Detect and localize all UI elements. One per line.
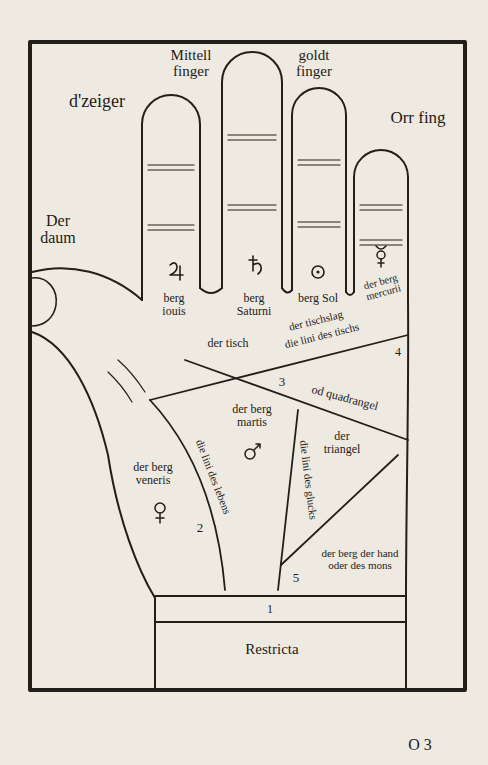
finger-name: goldt finger: [288, 48, 340, 80]
fate-line: [278, 410, 298, 590]
venus-symbol: [155, 503, 165, 523]
finger-gap: [346, 292, 354, 295]
moon-symbol: [381, 487, 389, 503]
line-label: die lini des glucks: [297, 440, 318, 521]
wrist-label: Restricta: [245, 642, 298, 658]
callout-number: 2: [197, 521, 204, 535]
saturn-symbol: [249, 256, 261, 274]
mount-label: der berg martis: [223, 403, 281, 428]
mars-symbol: [245, 444, 260, 459]
finger-name: Mittell finger: [162, 48, 220, 80]
line-label: die lini des lebens: [193, 438, 232, 516]
middle-finger: [222, 52, 282, 288]
finger-name: Der daum: [36, 213, 80, 247]
mount-label: der berg der hand oder des mons: [321, 548, 399, 571]
finger-crease: [298, 160, 340, 227]
finger-name: d'zeiger: [69, 92, 125, 111]
thumb-crease: [108, 360, 145, 402]
thumb-outline: [32, 268, 142, 300]
palm-outline: [32, 332, 155, 688]
finger-crease: [360, 205, 402, 245]
region-label: der triangel: [318, 430, 366, 455]
mount-label: berg iouis: [151, 292, 197, 317]
ring-finger: [292, 88, 346, 292]
line-label: der tisch: [208, 337, 249, 350]
mount-label: der berg mercurii: [358, 271, 406, 304]
callout-number: 4: [395, 346, 401, 359]
callout-number: 1: [267, 603, 273, 616]
little-finger-palm-edge: [354, 150, 408, 688]
callout-number: 3: [279, 375, 286, 389]
mount-label: berg Saturni: [229, 292, 279, 317]
finger-crease: [228, 135, 276, 210]
mercury-symbol: [376, 246, 386, 267]
finger-gap: [200, 288, 222, 293]
page-number: O 3: [408, 737, 432, 754]
callout-number: 5: [293, 571, 300, 585]
wrist-line: [155, 596, 406, 622]
finger-gap: [282, 288, 292, 293]
finger-name: Orr fing: [390, 109, 445, 127]
sun-symbol: [312, 266, 324, 278]
jupiter-symbol: [170, 263, 183, 280]
heart-line: [150, 335, 408, 400]
frame-border: [30, 42, 465, 690]
mount-label: der berg veneris: [122, 461, 184, 486]
finger-crease: [148, 165, 194, 230]
mount-label: berg Sol: [298, 292, 338, 305]
thumb-nail: [32, 278, 56, 326]
index-finger: [142, 95, 200, 300]
region-label: od quadrangel: [310, 383, 379, 413]
